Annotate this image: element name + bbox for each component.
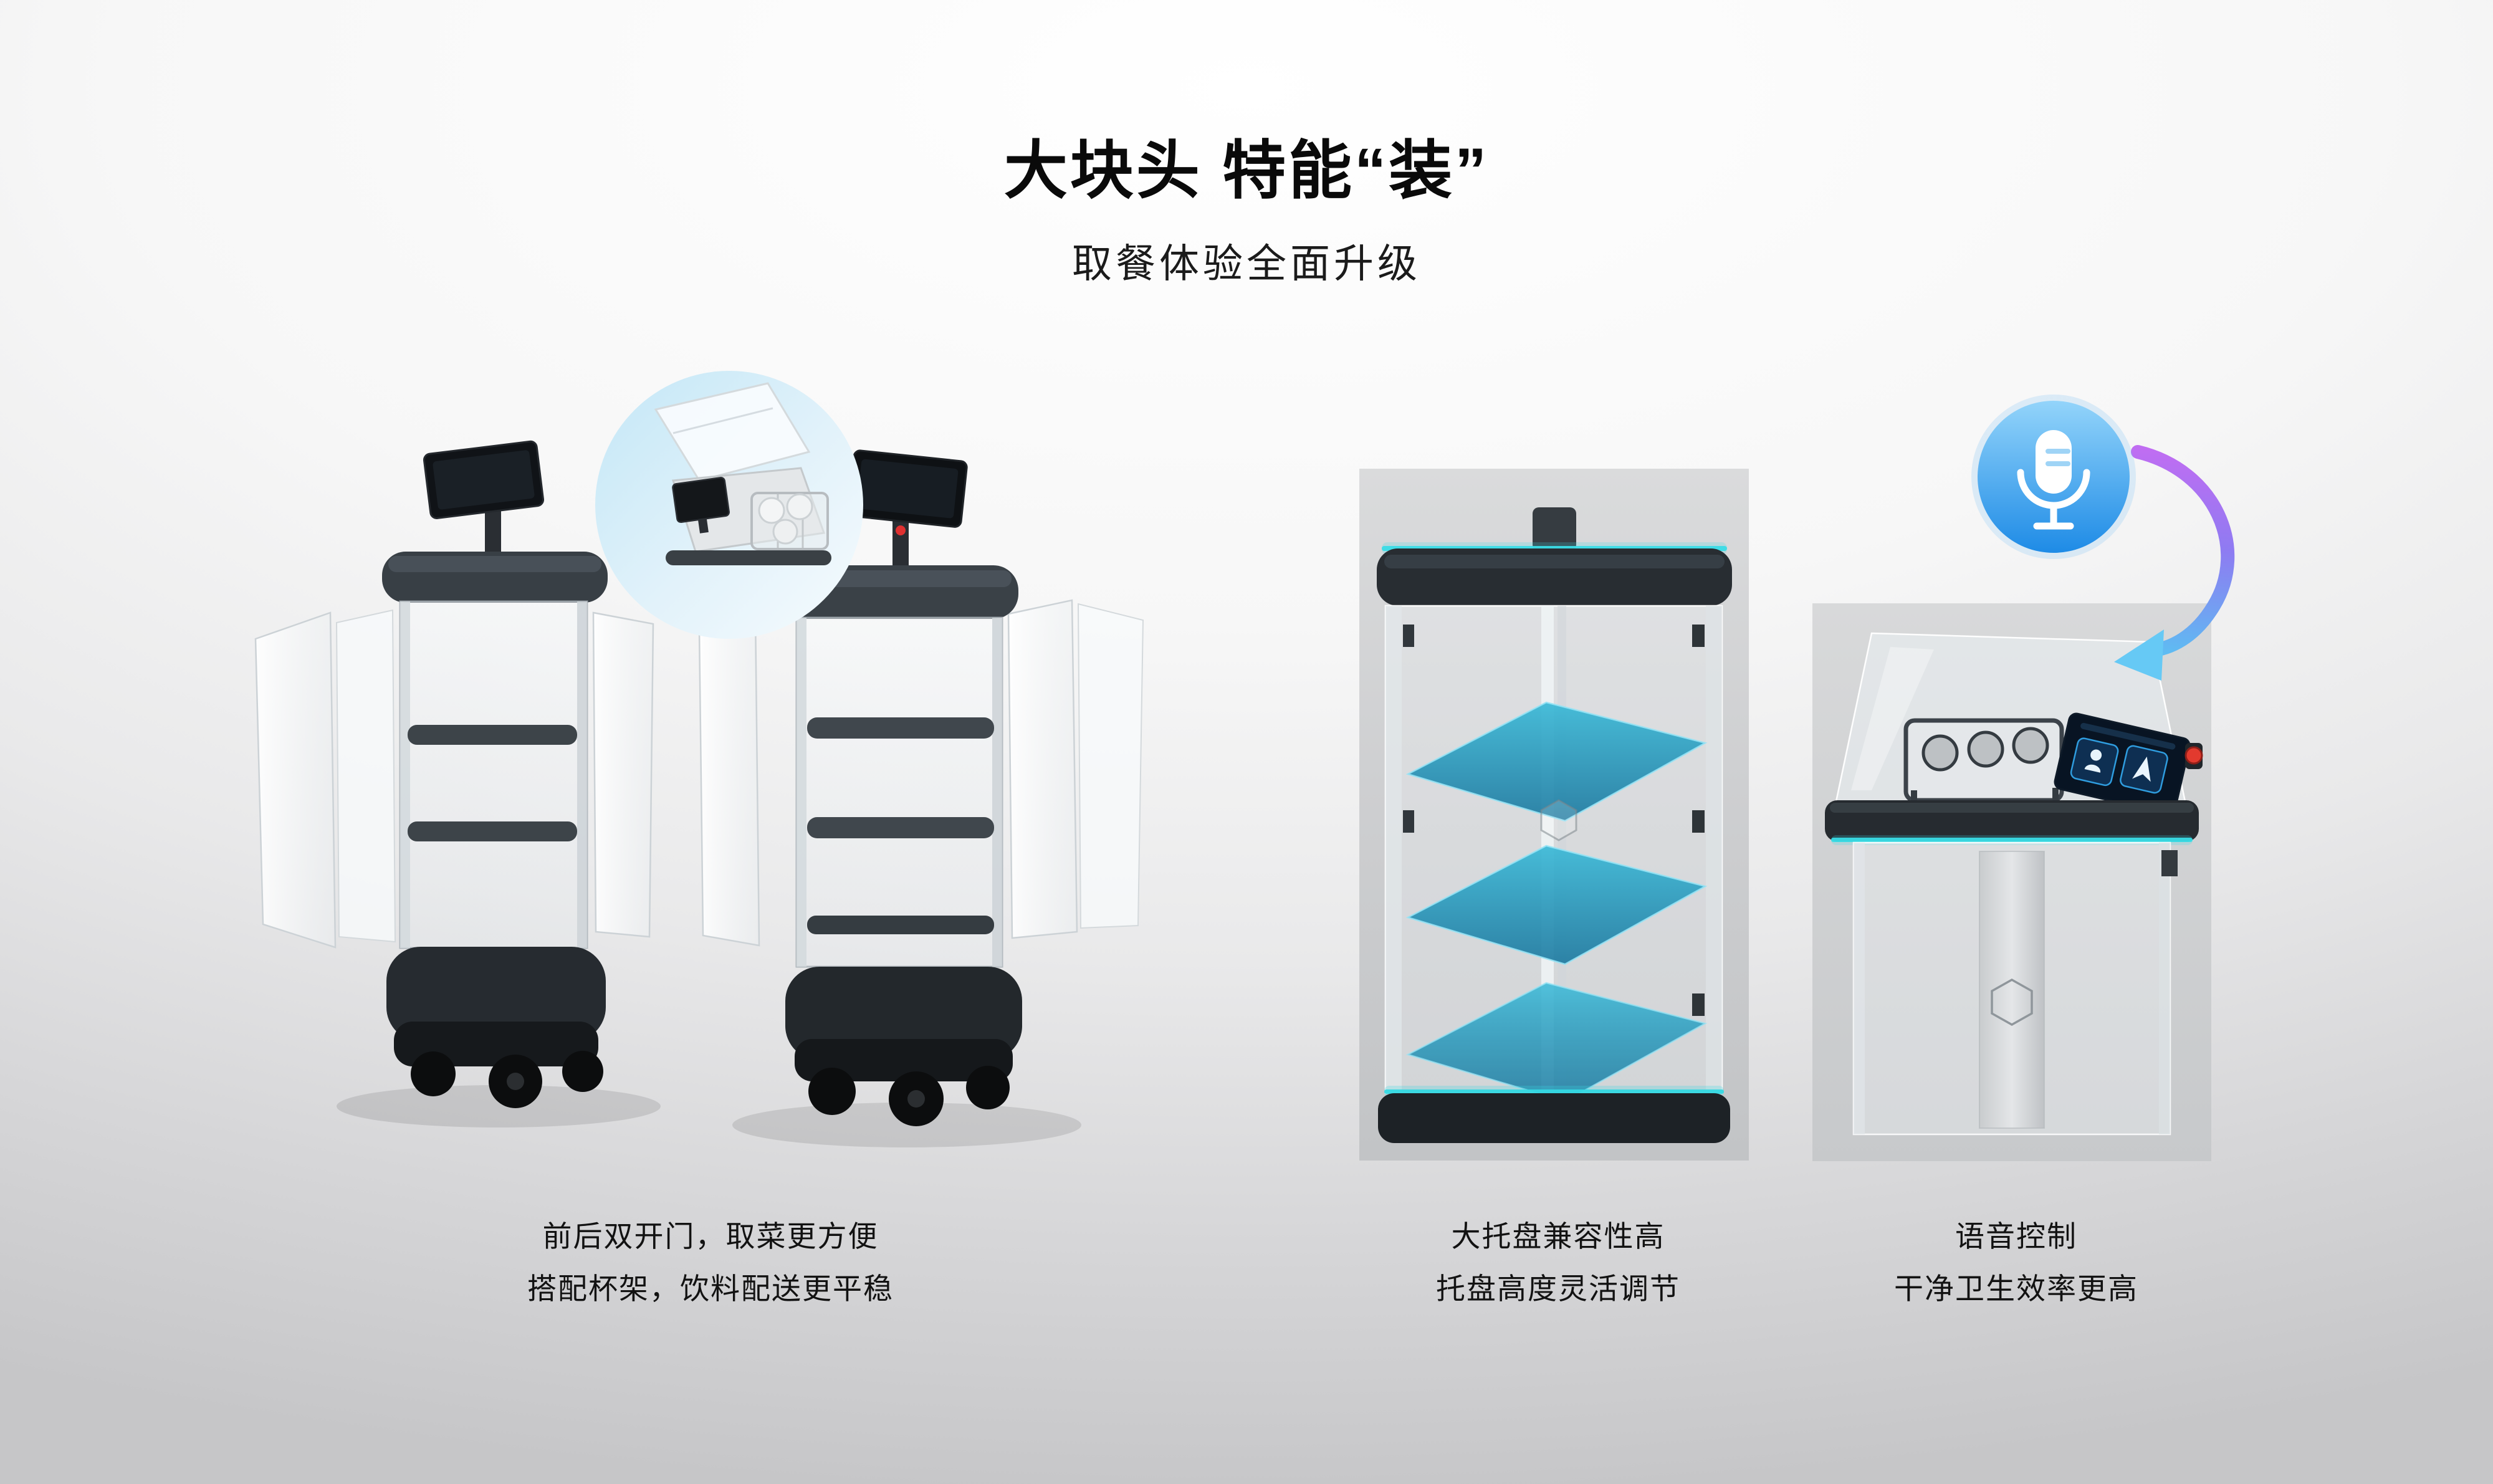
robot-a-shelves xyxy=(408,725,577,841)
tray-bottom xyxy=(1405,982,1708,1103)
door-hinge xyxy=(1692,810,1705,833)
sensor-module xyxy=(2161,850,2178,876)
arrow-head xyxy=(2114,630,2164,681)
cup xyxy=(772,519,798,545)
voice-robot-illustration xyxy=(1812,603,2211,1161)
page-title: 大块头 特能“装” xyxy=(1003,135,1490,206)
caption-large-trays: 大托盘兼容性高 托盘高度灵活调节 xyxy=(1309,1210,1807,1314)
cabin-base xyxy=(1378,1086,1730,1143)
feature-image-voice-control xyxy=(1812,603,2211,1161)
cup-hole xyxy=(1967,730,2004,768)
cup-holder-inset xyxy=(595,371,863,639)
emergency-stop-button xyxy=(2184,743,2203,769)
door-hinge xyxy=(1692,993,1705,1016)
caption-line: 大托盘兼容性高 xyxy=(1451,1220,1665,1253)
lower-glass-body xyxy=(1852,841,2178,1136)
microphone-icon xyxy=(1971,395,2136,559)
robot-b-open-doors-right xyxy=(1007,599,1144,939)
voice-annotation-overlay xyxy=(1951,368,2300,729)
cup-hole xyxy=(2012,727,2049,764)
curved-arrow-icon xyxy=(2131,445,2235,658)
robot-a-base xyxy=(386,947,606,1066)
caption-line: 搭配杯架，饮料配送更平稳 xyxy=(527,1271,894,1305)
page-subtitle: 取餐体验全面升级 xyxy=(1072,241,1421,286)
tray-top xyxy=(1405,701,1708,822)
caption-line: 托盘高度灵活调节 xyxy=(1436,1271,1680,1305)
screen-tile-assistant xyxy=(2070,737,2119,787)
tray-cabin-illustration xyxy=(1359,469,1749,1161)
mic-arrow-graphic xyxy=(1971,395,2235,681)
robots-illustration xyxy=(254,371,1144,1147)
caption-line: 干净卫生效率更高 xyxy=(1894,1271,2138,1305)
robot-b-screen-stalk xyxy=(892,514,909,573)
feature-image-large-trays xyxy=(1359,469,1749,1161)
robot-b-open-door-left xyxy=(698,611,760,947)
brand-hex-logo xyxy=(1991,978,2033,1027)
door-hinge xyxy=(1692,625,1705,647)
counter-top xyxy=(1825,800,2199,845)
caption-line: 前后双开门，取菜更方便 xyxy=(542,1220,879,1253)
robot-a-screen xyxy=(423,440,545,519)
cup-rack xyxy=(1903,718,2064,804)
robot-b-wheels xyxy=(808,1066,1010,1126)
robot-a-screen-stalk xyxy=(485,505,501,559)
robot-rear-view xyxy=(254,440,654,1108)
door-hinge xyxy=(1403,810,1414,833)
robot-a-open-doors-left xyxy=(254,609,396,949)
tray-middle xyxy=(1405,845,1708,965)
robot-b-shadow xyxy=(732,1103,1081,1147)
robot-b-shelves xyxy=(807,717,994,934)
cup-hole xyxy=(1921,734,1959,772)
robot-a-open-door-right xyxy=(592,611,654,938)
robot-a-wheels xyxy=(411,1051,603,1108)
caption-line: 语音控制 xyxy=(1955,1220,2077,1253)
robot-a-tabletop xyxy=(382,552,608,603)
open-lid xyxy=(654,382,811,482)
center-pole xyxy=(1979,851,2045,1129)
brand-hex-logo xyxy=(1540,799,1577,841)
cup xyxy=(786,493,813,520)
adjustable-trays xyxy=(1405,701,1708,1103)
caption-voice-control: 语音控制 干净卫生效率更高 xyxy=(1767,1210,2266,1314)
inset-screen xyxy=(672,477,730,534)
robot-a-shadow xyxy=(337,1085,661,1127)
cabin-top xyxy=(1377,542,1732,606)
feature-image-double-doors xyxy=(237,346,1153,1175)
robot-b-glass-cabin xyxy=(795,616,1003,968)
door-hinge xyxy=(1403,625,1414,647)
robot-b-indicator-light xyxy=(896,525,906,535)
robot-a-glass-cabin xyxy=(399,600,588,949)
caption-double-doors: 前后双开门，取菜更方便 搭配杯架，饮料配送更平稳 xyxy=(393,1210,1028,1314)
robot-b-base xyxy=(785,967,1022,1081)
cup-basket xyxy=(750,492,829,550)
lidar-knob xyxy=(1533,507,1576,551)
robot-b-screen xyxy=(847,449,968,528)
cup xyxy=(758,497,785,524)
